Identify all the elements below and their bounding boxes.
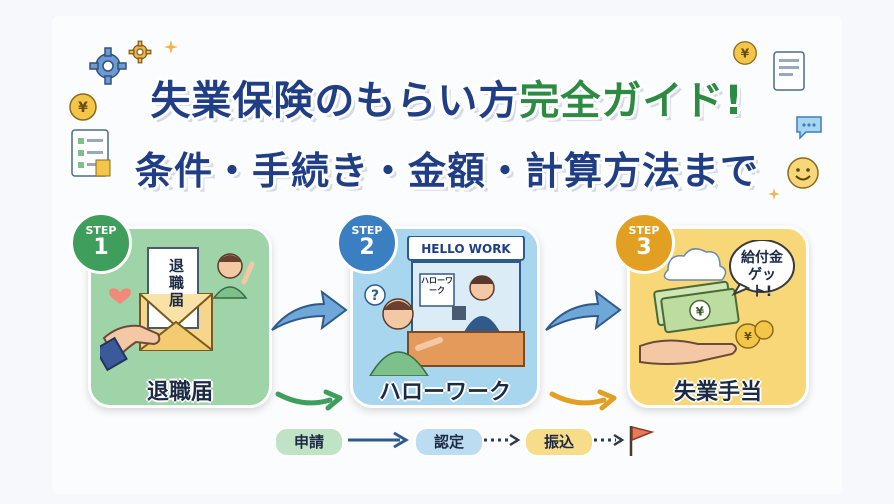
step-badge-label: STEP [351,224,383,237]
step-badge-label: STEP [85,224,117,237]
benefit-money-illustration: ¥ ¥ [639,240,795,365]
gear-icon [128,40,152,64]
green-arrow-icon [275,389,343,411]
step-2-label: ハローワーク [378,380,511,405]
flow-dotted-arrow-icon [594,433,625,447]
step-3-label: 失業手当 [673,380,762,405]
hello-work-counter-illustration [369,236,525,376]
step-3-badge: STEP 3 [613,212,675,274]
yen-coin-icon: ¥ [733,41,757,65]
resignation-letter-text: 退職届 [167,258,185,309]
sparkle-icon [768,188,780,200]
flow-item-transfer: 振込 [524,427,594,457]
document-icon [71,129,111,177]
hello-work-window-text: ハローワーク [421,276,453,295]
svg-text:¥: ¥ [78,100,88,116]
step-arrow-1-2 [271,289,348,331]
step-badge-number: 2 [359,235,375,260]
yellow-arrow-icon [549,389,617,411]
step-badge-number: 3 [636,235,652,260]
flag-icon [629,426,655,456]
title-accent: 完全ガイド! [519,78,744,124]
hello-work-sign: HELLO WORK [421,242,511,256]
step-1-label: 退職届 [146,380,213,405]
question-icon: ? [364,284,386,306]
benefit-speech-bubble-text: 給付金ゲット! [741,250,783,300]
page-subtitle: 条件・手続き・金額・計算方法まで [134,149,759,193]
step-1-badge: STEP 1 [70,212,132,274]
yen-coin-icon: ¥ [69,93,97,121]
flow-item-apply: 申請 [274,427,344,457]
flow-arrow-icon [348,431,409,449]
svg-text:?: ? [371,288,379,304]
title-main: 失業保険のもらい方 [150,78,520,124]
svg-text:¥: ¥ [695,304,706,319]
gear-icon [89,47,127,85]
resignation-envelope-illustration [100,247,255,372]
step-arrow-2-3 [545,289,622,331]
chat-bubble-icon [796,116,822,140]
flow-dotted-arrow-icon [484,433,521,447]
flow-item-certify: 認定 [414,427,484,457]
document-icon [773,51,805,91]
smile-icon [787,157,819,189]
step-badge-number: 1 [93,235,109,260]
page-title: 失業保険のもらい方完全ガイド! [0,68,894,126]
step-2-badge: STEP 2 [336,212,398,274]
svg-text:¥: ¥ [741,46,750,60]
svg-text:¥: ¥ [744,330,752,343]
sparkle-icon [164,40,178,54]
step-badge-label: STEP [628,224,660,237]
